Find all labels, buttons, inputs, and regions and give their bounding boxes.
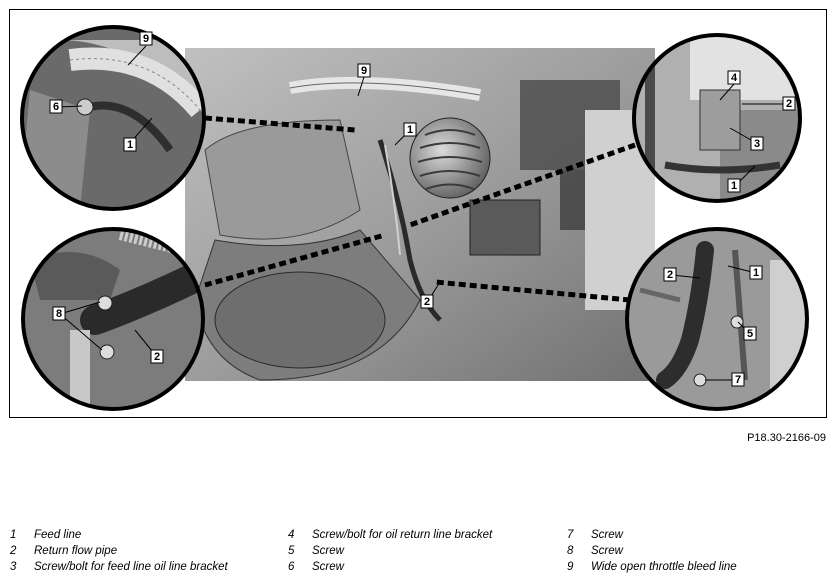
callout-label: 2 bbox=[424, 296, 430, 308]
callout-1: 9 bbox=[139, 31, 153, 46]
legend-number: 6 bbox=[288, 561, 295, 573]
inset-top-right bbox=[632, 33, 802, 203]
engine-photo bbox=[185, 48, 655, 381]
legend-number: 1 bbox=[10, 529, 17, 541]
callout-13: 1 bbox=[749, 265, 763, 280]
legend: 1 Feed line 2 Return flow pipe 3 Screw/bolt… bbox=[10, 527, 830, 577]
callout-label: 2 bbox=[154, 351, 160, 363]
callout-12: 2 bbox=[420, 294, 434, 309]
figure-code: P18.30-2166-09 bbox=[747, 432, 826, 444]
callout-5: 9 bbox=[357, 63, 371, 78]
legend-number: 8 bbox=[567, 545, 574, 557]
legend-item: 2 Return flow pipe bbox=[10, 543, 117, 559]
legend-item: 9 Wide open throttle bleed line bbox=[567, 559, 737, 575]
callout-label: 4 bbox=[731, 72, 738, 84]
legend-number: 5 bbox=[288, 545, 295, 557]
legend-item: 8 Screw bbox=[567, 543, 623, 559]
legend-text: Screw/bolt for oil return line bracket bbox=[312, 529, 493, 541]
callout-label: 9 bbox=[143, 33, 149, 45]
leader-lines bbox=[204, 115, 636, 303]
legend-number: 4 bbox=[288, 529, 295, 541]
callout-15: 5 bbox=[743, 326, 757, 341]
callout-11: 2 bbox=[150, 349, 164, 364]
callout-7: 2 bbox=[782, 96, 796, 111]
legend-text: Feed line bbox=[34, 529, 82, 541]
legend-text: Return flow pipe bbox=[34, 545, 118, 557]
legend-item: 3 Screw/bolt for feed line oil line brack… bbox=[10, 559, 228, 575]
legend-item: 7 Screw bbox=[567, 527, 623, 543]
legend-number: 9 bbox=[567, 561, 574, 573]
legend-text: Screw bbox=[312, 561, 344, 573]
callout-16: 7 bbox=[731, 372, 745, 387]
callout-label: 9 bbox=[361, 65, 367, 77]
callout-6: 4 bbox=[727, 70, 741, 85]
callout-9: 1 bbox=[727, 178, 741, 193]
callout-2: 6 bbox=[49, 99, 63, 114]
inset-bottom-left bbox=[21, 227, 205, 411]
legend-text: Wide open throttle bleed line bbox=[591, 561, 737, 573]
callout-label: 2 bbox=[667, 269, 673, 281]
legend-number: 2 bbox=[10, 545, 17, 557]
legend-number: 7 bbox=[567, 529, 574, 541]
callout-14: 2 bbox=[663, 267, 677, 282]
legend-text: Screw bbox=[591, 545, 623, 557]
legend-text: Screw bbox=[312, 545, 344, 557]
callout-label: 1 bbox=[753, 267, 759, 279]
legend-text: Screw/bolt for feed line oil line bracke… bbox=[34, 561, 228, 573]
callout-3: 1 bbox=[123, 137, 137, 152]
legend-item: 5 Screw bbox=[288, 543, 344, 559]
callout-label: 1 bbox=[127, 139, 133, 151]
callout-4: 1 bbox=[403, 122, 417, 137]
legend-number: 3 bbox=[10, 561, 17, 573]
callout-10: 8 bbox=[52, 306, 66, 321]
callout-label: 5 bbox=[747, 328, 753, 340]
legend-item: 6 Screw bbox=[288, 559, 344, 575]
callout-label: 8 bbox=[56, 308, 62, 320]
callout-label: 1 bbox=[407, 124, 413, 136]
callout-label: 6 bbox=[53, 101, 59, 113]
inset-top-left bbox=[20, 25, 206, 211]
legend-item: 4 Screw/bolt for oil return line bracket bbox=[288, 527, 492, 543]
callout-label: 1 bbox=[731, 180, 737, 192]
callout-label: 3 bbox=[754, 138, 760, 150]
inset-bottom-right bbox=[625, 227, 809, 411]
callout-label: 2 bbox=[786, 98, 792, 110]
legend-text: Screw bbox=[591, 529, 623, 541]
legend-item: 1 Feed line bbox=[10, 527, 81, 543]
callout-label: 7 bbox=[735, 374, 741, 386]
callout-8: 3 bbox=[750, 136, 764, 151]
